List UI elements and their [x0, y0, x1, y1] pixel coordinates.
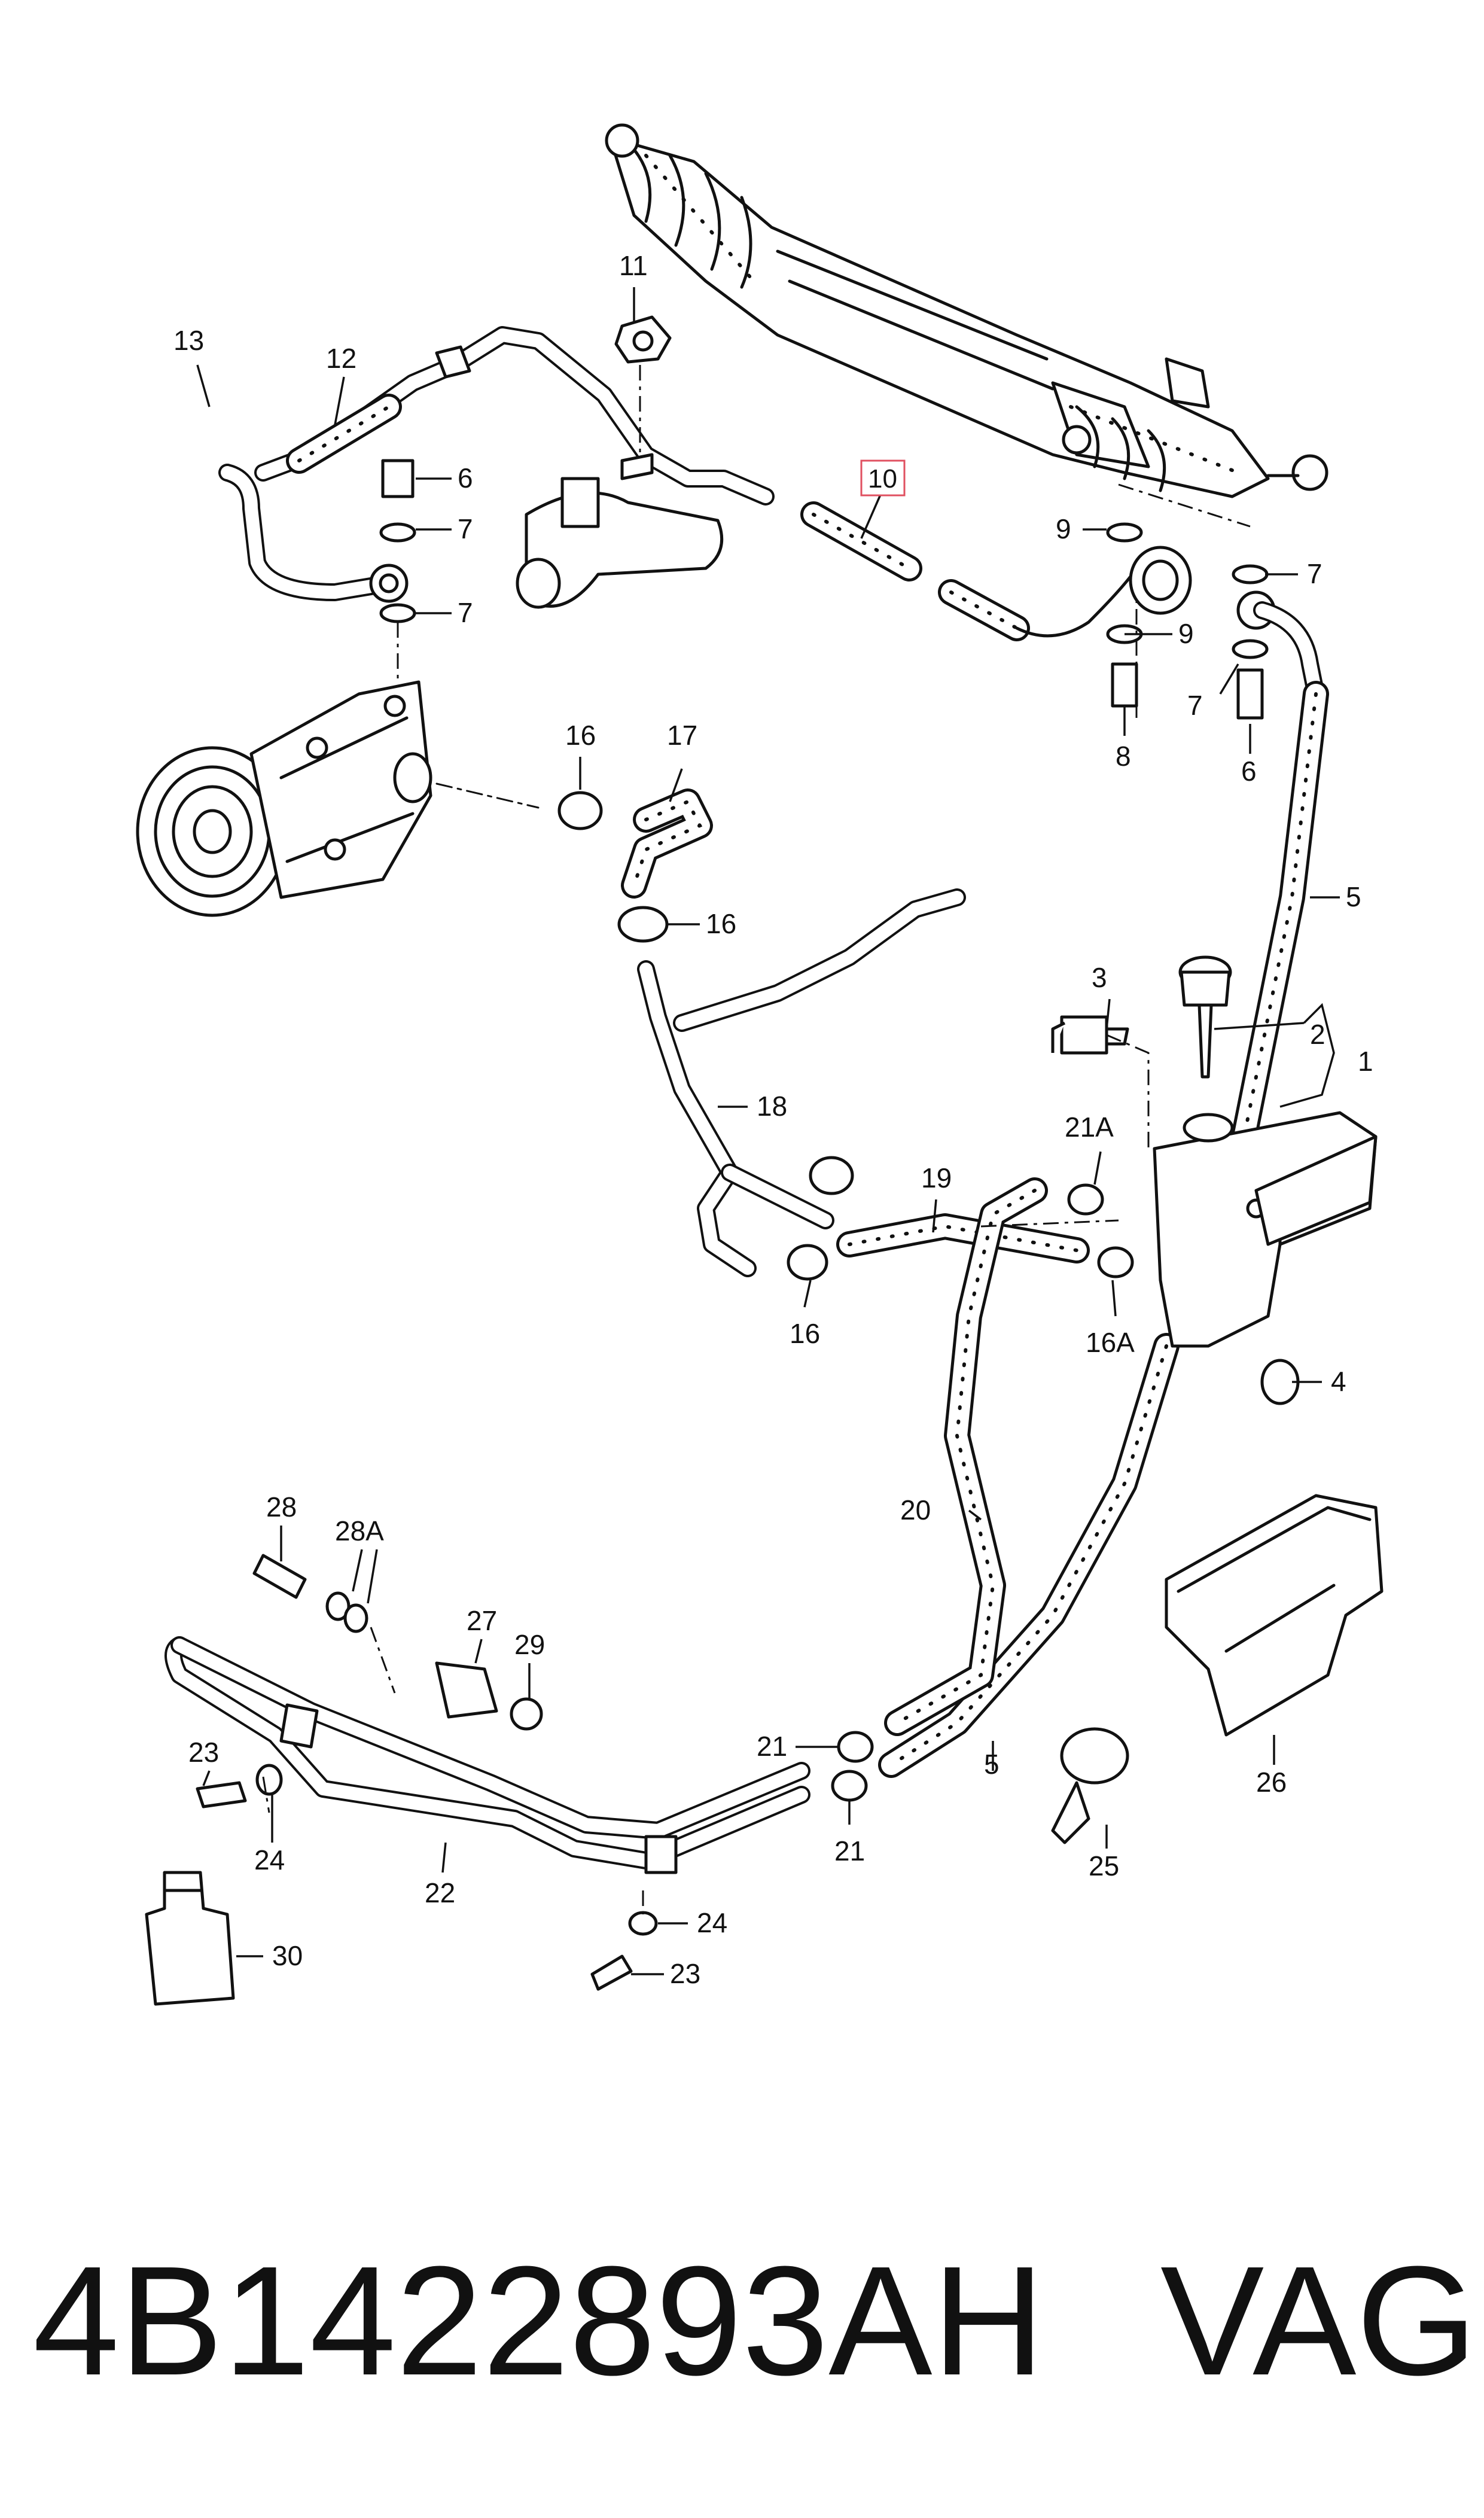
callout-28A: 28A: [335, 1515, 384, 1546]
part-number-label: 4B1422893AH: [33, 2234, 1045, 2408]
clamps-21: [831, 1731, 874, 1802]
callout-18: 18: [757, 1091, 787, 1122]
callout-11: 11: [619, 250, 648, 281]
leader-dashes: [262, 365, 1251, 1914]
callout-28: 28: [266, 1491, 297, 1523]
callout-7d: 7: [1187, 690, 1203, 721]
callout-2: 2: [1310, 1019, 1325, 1050]
highlight-box-10: [860, 459, 906, 497]
cooler-line-22: [164, 1636, 810, 1874]
callout-21A: 21A: [1065, 1112, 1114, 1143]
callout-labels: 1 2 3 4 5 5 6 6 7 7 7 7 8 9 9 10 11 12 1…: [173, 250, 1373, 1989]
callout-30: 30: [272, 1940, 303, 1971]
callout-5b: 5: [984, 1749, 1000, 1780]
hose-19-20: [836, 1177, 1134, 1736]
return-hose-10: [800, 501, 1192, 641]
callout-6a: 6: [458, 462, 473, 494]
callout-24a: 24: [254, 1844, 285, 1875]
callout-24b: 24: [697, 1907, 727, 1938]
callout-7c: 7: [1307, 558, 1323, 589]
callout-23b: 23: [670, 1958, 700, 1989]
hose-5: [878, 601, 1329, 1778]
callout-3: 3: [1092, 962, 1107, 993]
callout-21a: 21: [757, 1731, 787, 1762]
fluid-bottle-30: [145, 1871, 235, 2006]
bolts-23-24: [196, 1764, 658, 1991]
brand-label: VAG: [1160, 2234, 1477, 2408]
callout-16b: 16: [706, 908, 736, 939]
cooler-pipe-18: [637, 888, 966, 1281]
callout-16c: 16: [790, 1318, 820, 1349]
callout-7a: 7: [458, 513, 473, 544]
callout-9b: 9: [1178, 618, 1194, 649]
callout-21b: 21: [834, 1835, 865, 1867]
callout-4: 4: [1331, 1366, 1346, 1397]
callout-23a: 23: [188, 1737, 219, 1768]
callout-22: 22: [425, 1877, 455, 1908]
left-fittings: [379, 459, 416, 623]
callout-5a: 5: [1346, 881, 1361, 912]
callout-7b: 7: [458, 597, 473, 628]
bolt-11-bracket: [516, 315, 724, 609]
cover-26: [1165, 1494, 1384, 1737]
callout-8: 8: [1116, 741, 1131, 772]
elbow-hose-17: [435, 783, 713, 943]
fluid-reservoir: [1051, 955, 1378, 1405]
callout-1: 1: [1358, 1046, 1373, 1077]
callout-10: 10: [868, 464, 897, 494]
pressure-line: [218, 326, 775, 603]
callout-13: 13: [173, 325, 204, 356]
callout-17: 17: [667, 720, 697, 751]
callout-12: 12: [326, 343, 356, 374]
callout-9a: 9: [1056, 513, 1071, 544]
callout-16A: 16A: [1086, 1327, 1135, 1358]
callout-16a: 16: [565, 720, 596, 751]
steering-rack: [605, 123, 1328, 498]
callout-20: 20: [900, 1494, 931, 1526]
callout-27: 27: [467, 1605, 497, 1636]
callout-leaders: [196, 287, 1340, 1975]
callout-19: 19: [921, 1162, 952, 1193]
clamp-25: [1051, 1727, 1129, 1844]
callout-25: 25: [1089, 1850, 1119, 1881]
callout-29: 29: [514, 1629, 545, 1660]
callout-26: 26: [1256, 1767, 1287, 1798]
bracket-27-29: [252, 1554, 543, 1731]
power-steering-pump: [136, 680, 432, 917]
callout-6b: 6: [1241, 756, 1257, 787]
